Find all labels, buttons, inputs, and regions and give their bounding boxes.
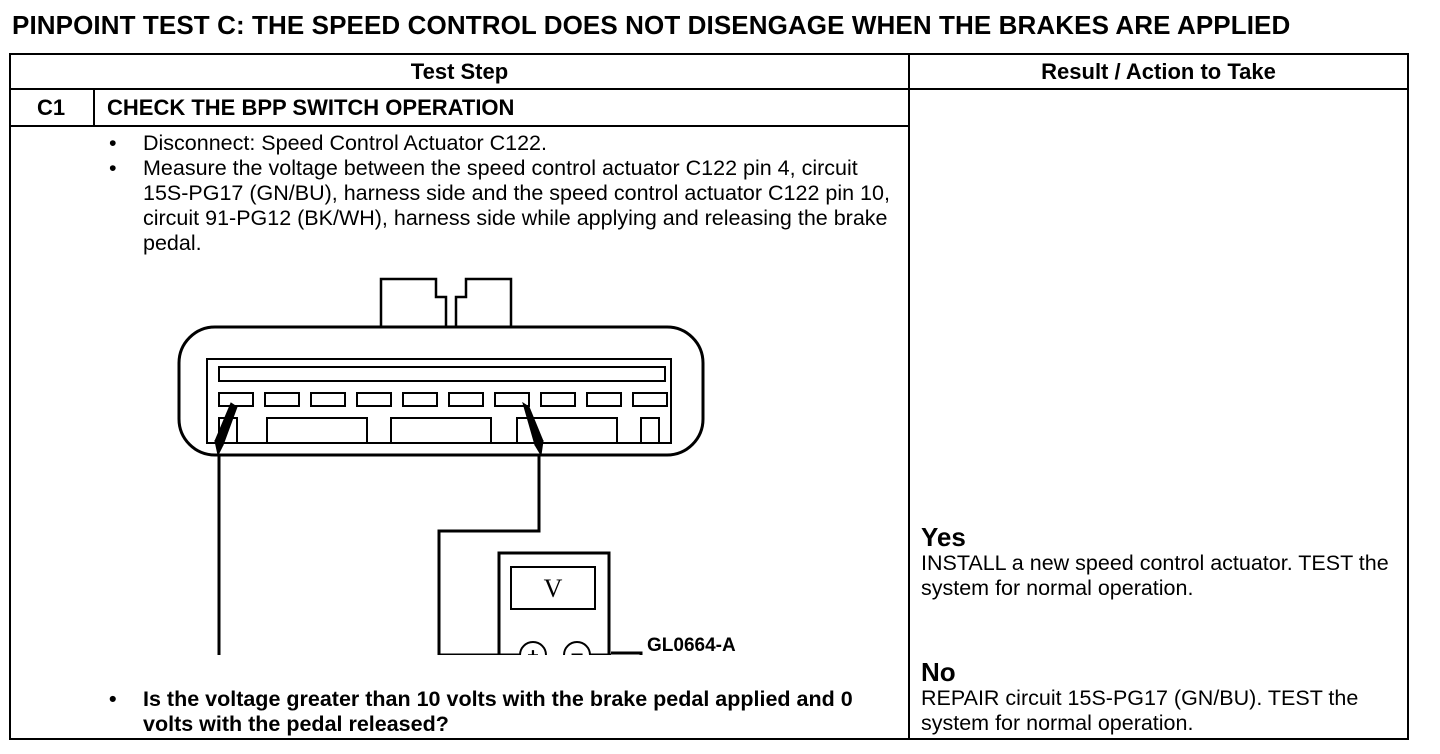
voltmeter-body xyxy=(497,551,611,655)
result-yes-text: INSTALL a new speed control actuator. TE… xyxy=(921,551,1389,600)
bullet-marker: • xyxy=(109,687,117,711)
connector-pin xyxy=(632,392,668,407)
result-no: No REPAIR circuit 15S-PG17 (GN/BU). TEST… xyxy=(921,658,1401,736)
connector-key xyxy=(390,417,492,444)
connector-inner-frame xyxy=(206,358,672,444)
probe-left xyxy=(214,402,238,457)
step-name: CHECK THE BPP SWITCH OPERATION xyxy=(107,95,515,120)
step-title-divider xyxy=(11,125,909,127)
step-instructions: • Disconnect: Speed Control Actuator C12… xyxy=(103,131,903,256)
instruction-item: • Disconnect: Speed Control Actuator C12… xyxy=(103,131,903,156)
bullet-marker: • xyxy=(109,131,117,155)
instruction-text: Measure the voltage between the speed co… xyxy=(143,156,890,255)
minus-sign: − xyxy=(571,642,584,655)
wire-right-probe xyxy=(437,455,541,655)
connector-voltmeter-diagram: V + − xyxy=(177,277,705,655)
wire-left-probe xyxy=(217,455,643,655)
result-yes: Yes INSTALL a new speed control actuator… xyxy=(921,523,1401,601)
figure-id: GL0664-A xyxy=(647,635,736,656)
connector-pin xyxy=(540,392,576,407)
plus-sign: + xyxy=(527,645,539,655)
connector-pin xyxy=(218,392,254,407)
connector-pin xyxy=(310,392,346,407)
connector-keys xyxy=(218,417,660,444)
connector-pin xyxy=(356,392,392,407)
instruction-text: Disconnect: Speed Control Actuator C122. xyxy=(143,131,547,155)
result-no-text: REPAIR circuit 15S-PG17 (GN/BU). TEST th… xyxy=(921,686,1359,735)
pinpoint-test-table: Test Step Result / Action to Take C1 CHE… xyxy=(9,53,1409,740)
connector-key xyxy=(516,417,618,444)
step-id-divider xyxy=(93,90,95,125)
header-result-action: Result / Action to Take xyxy=(1041,59,1276,84)
connector-body xyxy=(177,325,705,457)
header-test-step: Test Step xyxy=(410,59,509,84)
voltmeter-plus-terminal xyxy=(519,641,547,655)
voltmeter-symbol: V xyxy=(544,574,563,603)
bullet-marker: • xyxy=(109,156,117,180)
voltmeter-minus-terminal xyxy=(563,641,591,655)
step-id: C1 xyxy=(36,95,66,120)
connector-pin xyxy=(448,392,484,407)
voltmeter-display xyxy=(510,566,596,610)
connector-pin xyxy=(586,392,622,407)
result-yes-heading: Yes xyxy=(921,522,966,552)
question-item: • Is the voltage greater than 10 volts w… xyxy=(103,687,903,737)
connector-pin-row xyxy=(218,392,668,407)
step-question: • Is the voltage greater than 10 volts w… xyxy=(103,687,903,737)
connector-slot xyxy=(218,366,666,382)
column-divider xyxy=(908,55,910,738)
header-divider xyxy=(11,88,1407,90)
result-no-heading: No xyxy=(921,657,956,687)
connector-pin xyxy=(264,392,300,407)
connector-pin xyxy=(494,392,530,407)
question-text: Is the voltage greater than 10 volts wit… xyxy=(143,687,853,736)
probe-right xyxy=(522,401,544,457)
page-title: PINPOINT TEST C: THE SPEED CONTROL DOES … xyxy=(12,10,1291,40)
instruction-item: • Measure the voltage between the speed … xyxy=(103,156,903,256)
connector-key xyxy=(640,417,660,444)
connector-latch xyxy=(379,277,513,327)
connector-key xyxy=(266,417,368,444)
connector-pin xyxy=(402,392,438,407)
